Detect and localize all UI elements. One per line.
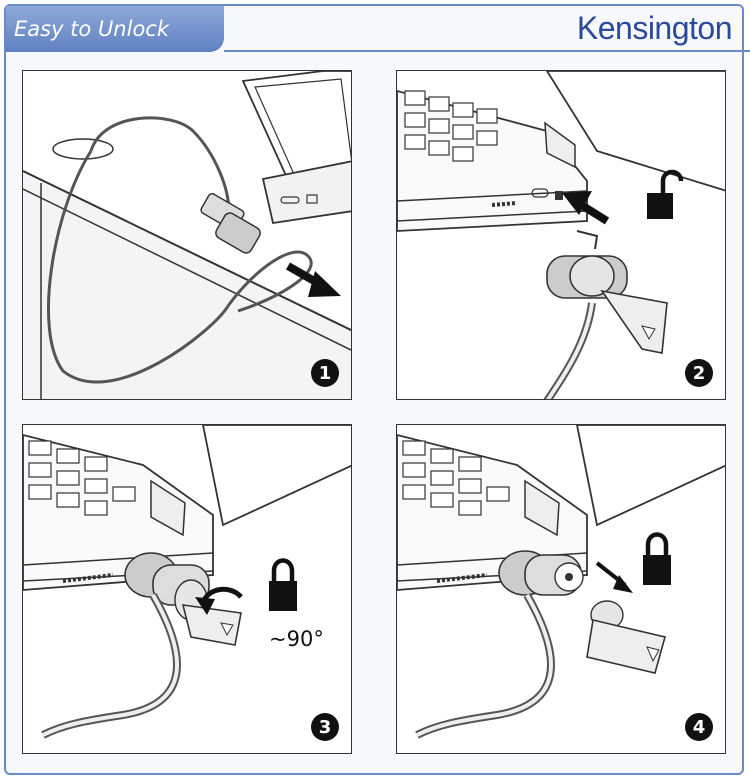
step-1-panel: 1 <box>22 70 352 400</box>
page-title: Easy to Unlock <box>14 17 170 41</box>
padlock-closed-icon <box>269 558 297 611</box>
step-1-illustration <box>23 71 351 399</box>
step-2-illustration <box>397 71 725 399</box>
header-divider <box>224 50 750 52</box>
step-4-illustration <box>397 425 725 739</box>
step-3-number: 3 <box>311 713 339 741</box>
step-4-number: 4 <box>685 713 713 741</box>
padlock-open-icon <box>647 169 684 219</box>
step-1-number: 1 <box>311 359 339 387</box>
padlock-closed-icon <box>643 532 671 585</box>
rotation-label: ~90° <box>269 627 324 651</box>
step-2-number: 2 <box>685 359 713 387</box>
step-3-illustration <box>23 425 351 739</box>
step-2-panel: 2 <box>396 70 726 400</box>
step-4-panel: 4 <box>396 424 726 754</box>
header-tab: Easy to Unlock <box>6 6 224 52</box>
step-3-panel: ~90° 3 <box>22 424 352 754</box>
brand-logo: Kensington <box>576 10 733 46</box>
